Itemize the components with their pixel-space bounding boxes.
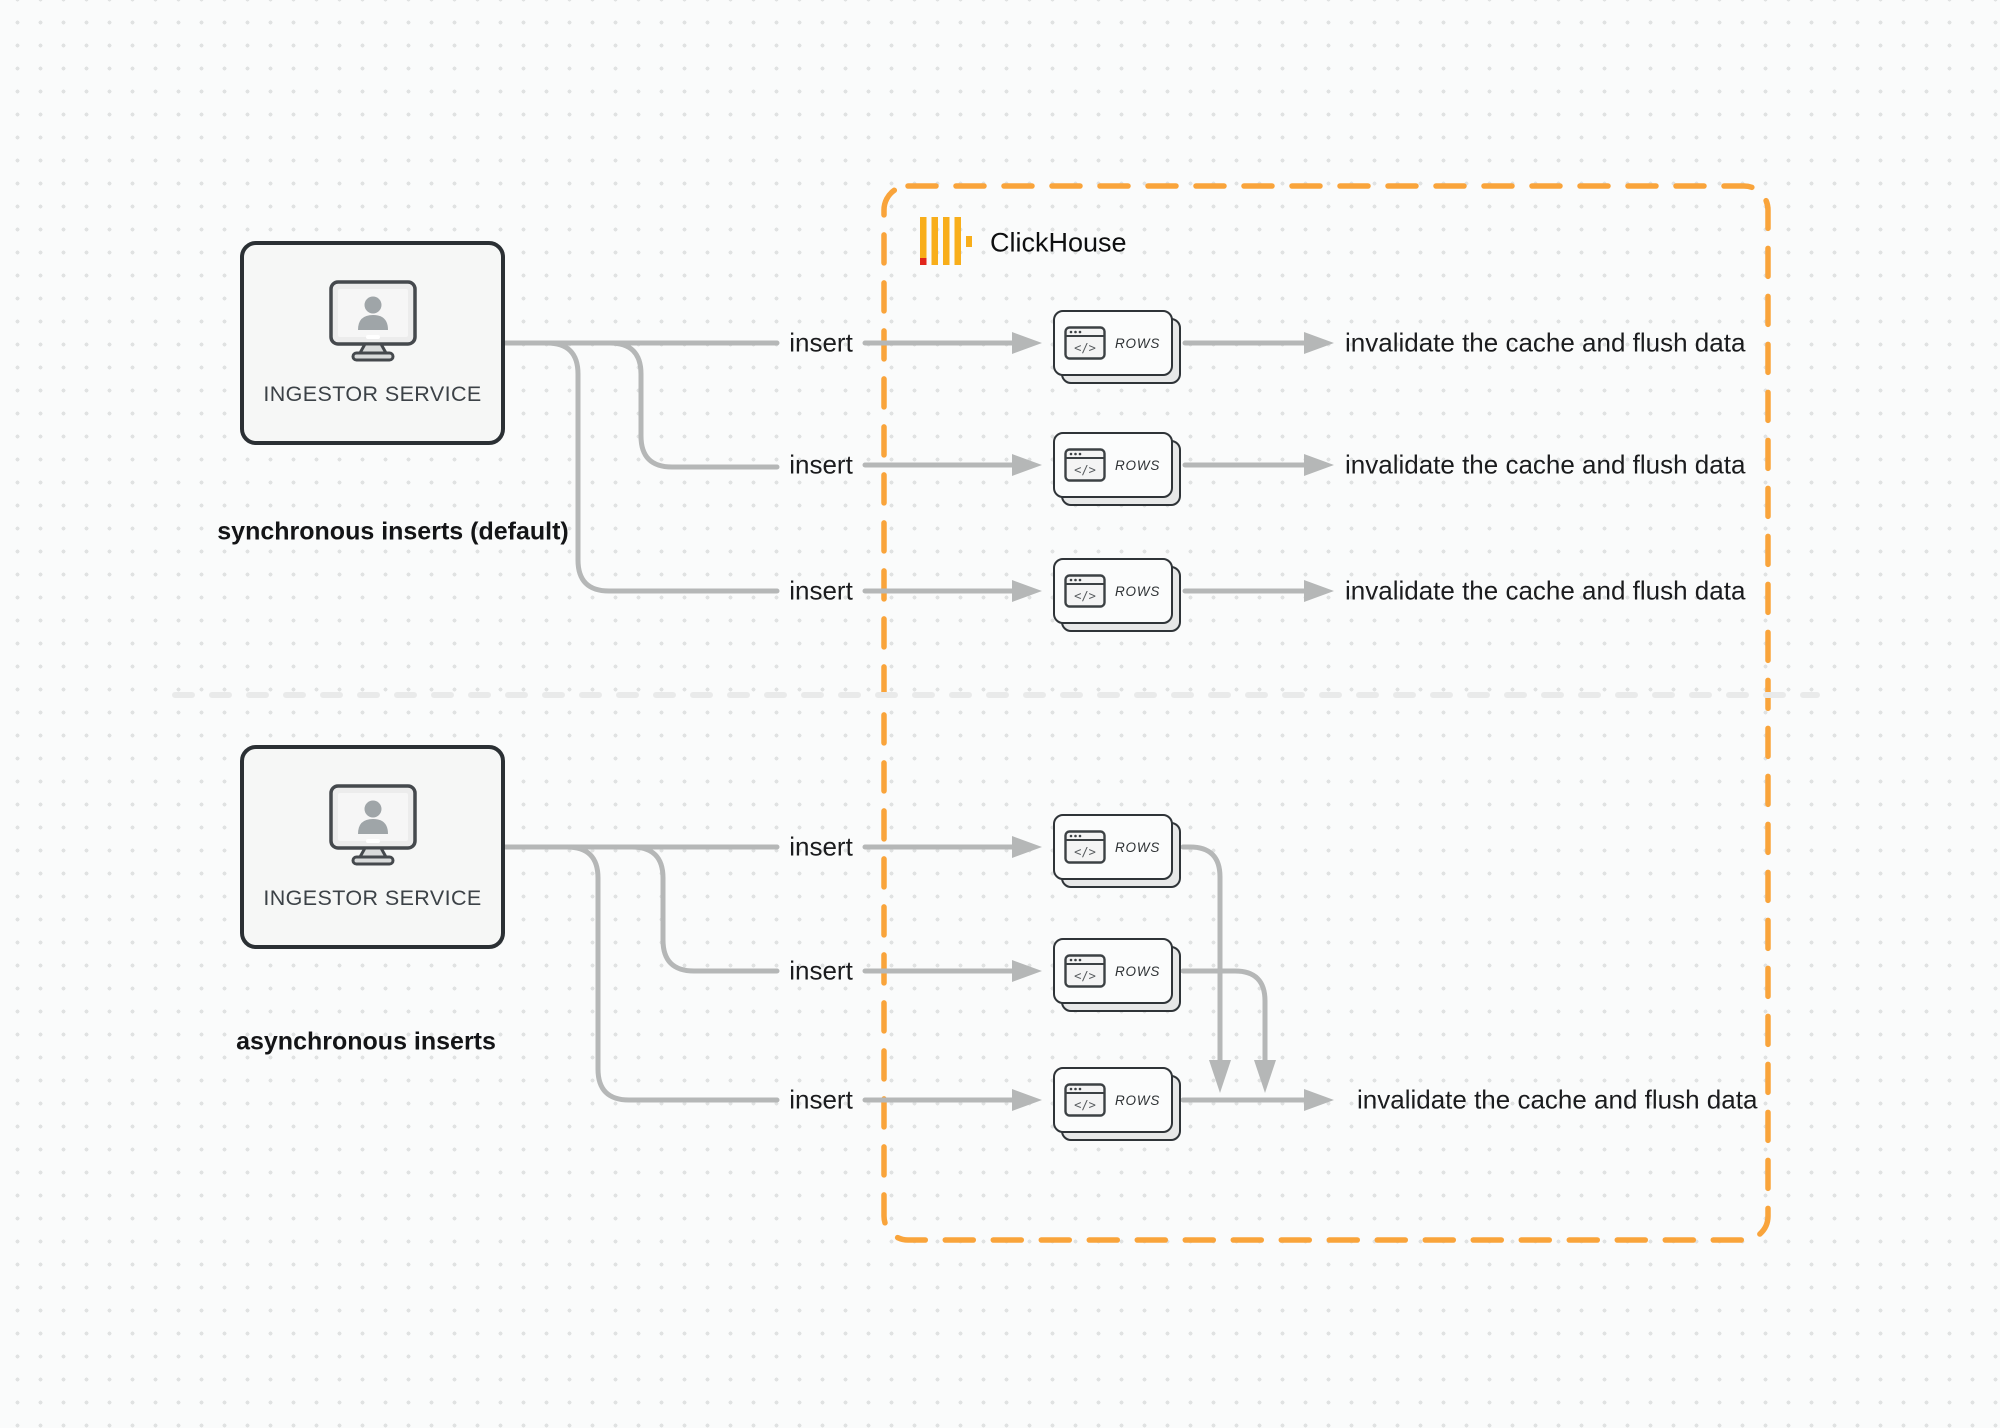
rows-card-front-layer: </> ROWS bbox=[1053, 1067, 1173, 1133]
result-label: invalidate the cache and flush data bbox=[1345, 327, 1746, 358]
code-window-icon: </> bbox=[1064, 830, 1106, 864]
svg-text:</>: </> bbox=[1074, 1098, 1096, 1112]
sync-branch-connectors bbox=[502, 340, 1307, 594]
async-caption: asynchronous inserts bbox=[236, 1027, 496, 1056]
rows-card-front-layer: </> ROWS bbox=[1053, 938, 1173, 1004]
svg-text:</>: </> bbox=[1074, 463, 1096, 477]
insert-label: insert bbox=[789, 575, 853, 606]
async-branch-connectors bbox=[502, 844, 1307, 1103]
rows-card-front-layer: </> ROWS bbox=[1053, 558, 1173, 624]
insert-label: insert bbox=[789, 955, 853, 986]
rows-card: </> ROWS bbox=[1053, 310, 1181, 384]
rows-card-front-layer: </> ROWS bbox=[1053, 432, 1173, 498]
svg-text:</>: </> bbox=[1074, 341, 1096, 355]
rows-card: </> ROWS bbox=[1053, 814, 1181, 888]
sync-ingestor-service-box: INGESTOR SERVICE bbox=[240, 241, 505, 445]
insert-label: insert bbox=[789, 327, 853, 358]
result-label: invalidate the cache and flush data bbox=[1345, 449, 1746, 480]
rows-card-front-layer: </> ROWS bbox=[1053, 310, 1173, 376]
clickhouse-logo-icon bbox=[920, 217, 972, 265]
svg-text:</>: </> bbox=[1074, 969, 1096, 983]
code-window-icon: </> bbox=[1064, 448, 1106, 482]
async-ingestor-service-box: INGESTOR SERVICE bbox=[240, 745, 505, 949]
result-label: invalidate the cache and flush data bbox=[1357, 1084, 1758, 1115]
code-window-icon: </> bbox=[1064, 954, 1106, 988]
insert-label: insert bbox=[789, 831, 853, 862]
clickhouse-title: ClickHouse bbox=[990, 227, 1127, 258]
svg-text:</>: </> bbox=[1074, 845, 1096, 859]
rows-label: ROWS bbox=[1115, 457, 1161, 473]
monitor-user-icon bbox=[328, 783, 417, 865]
rows-card: </> ROWS bbox=[1053, 432, 1181, 506]
rows-card: </> ROWS bbox=[1053, 1067, 1181, 1141]
insert-label: insert bbox=[789, 449, 853, 480]
ingestor-service-label: INGESTOR SERVICE bbox=[263, 381, 482, 406]
code-window-icon: </> bbox=[1064, 1083, 1106, 1117]
sync-caption: synchronous inserts (default) bbox=[217, 517, 569, 546]
svg-text:</>: </> bbox=[1074, 589, 1096, 603]
rows-label: ROWS bbox=[1115, 583, 1161, 599]
code-window-icon: </> bbox=[1064, 574, 1106, 608]
rows-card-front-layer: </> ROWS bbox=[1053, 814, 1173, 880]
rows-label: ROWS bbox=[1115, 839, 1161, 855]
ingestor-service-label: INGESTOR SERVICE bbox=[263, 885, 482, 910]
rows-label: ROWS bbox=[1115, 963, 1161, 979]
result-label: invalidate the cache and flush data bbox=[1345, 575, 1746, 606]
rows-label: ROWS bbox=[1115, 1092, 1161, 1108]
insert-label: insert bbox=[789, 1084, 853, 1115]
rows-label: ROWS bbox=[1115, 335, 1161, 351]
rows-card: </> ROWS bbox=[1053, 558, 1181, 632]
rows-card: </> ROWS bbox=[1053, 938, 1181, 1012]
code-window-icon: </> bbox=[1064, 326, 1106, 360]
monitor-user-icon bbox=[328, 279, 417, 361]
